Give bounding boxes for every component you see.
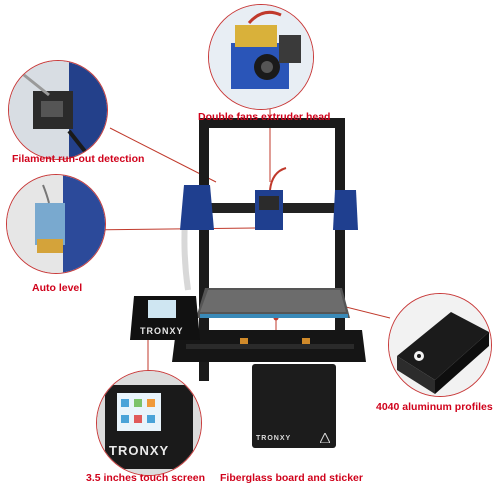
filament-runout-label: Filament run-out detection — [12, 153, 145, 165]
filament-runout-detail-circle — [8, 60, 108, 160]
filament-callout-line — [109, 127, 217, 183]
fiberglass-label: Fiberglass board and sticker — [220, 472, 363, 484]
filament-tube — [269, 167, 287, 191]
left-z-carriage — [180, 185, 214, 230]
aluminum-profile-detail-circle — [388, 293, 492, 397]
panel-brand: TRONXY — [140, 326, 184, 336]
left-frame-post — [199, 121, 209, 381]
level-sensor — [35, 203, 65, 245]
aluminum-profile — [397, 312, 489, 380]
sticker-brand: TRONXY — [256, 435, 292, 442]
fiberglass-sticker-board: TRONXY — [252, 364, 336, 448]
extruder-label: Double fans extruder head — [198, 111, 331, 123]
autolevel-callout-line — [81, 227, 259, 231]
right-z-carriage — [333, 190, 358, 230]
extruder-detail-circle — [208, 4, 314, 110]
touch-screen-display — [117, 393, 161, 431]
aluminum-profiles-label: 4040 aluminum profiles — [376, 401, 493, 413]
auto-level-detail-circle — [6, 174, 106, 274]
touch-screen-detail-circle: TRONXY — [96, 370, 202, 476]
touch-screen-brand: TRONXY — [109, 443, 169, 458]
lcd-panel-screen — [148, 300, 176, 318]
right-frame-post — [335, 121, 345, 361]
top-frame-bar — [199, 118, 345, 128]
warning-label-plate — [235, 25, 277, 47]
touch-screen-label: 3.5 inches touch screen — [86, 472, 206, 484]
ribbon-cable — [181, 219, 191, 291]
sticker-logo-icon — [320, 433, 330, 443]
auto-level-label: Auto level — [32, 282, 83, 294]
